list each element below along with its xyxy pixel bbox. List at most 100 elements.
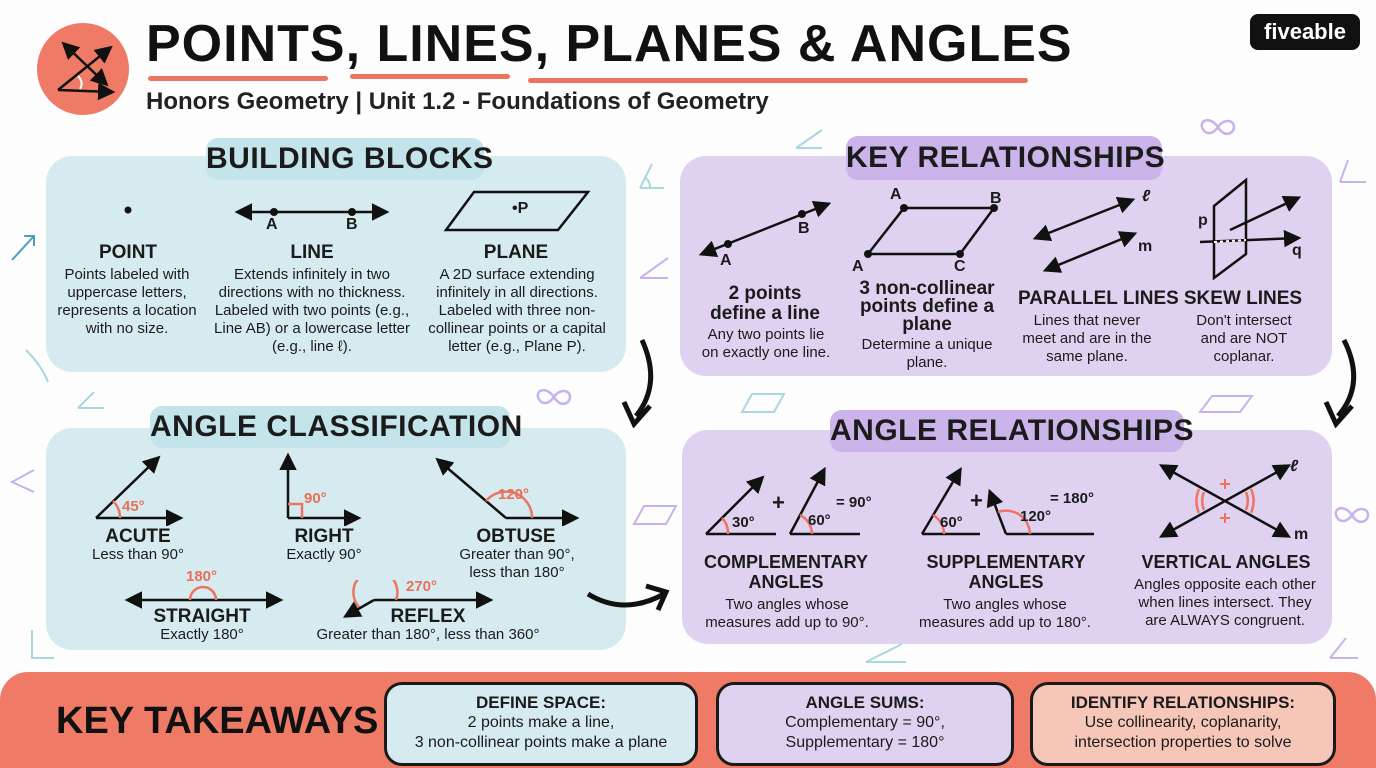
three-points-diagram (864, 204, 998, 258)
takeaway-card-define-space: DEFINE SPACE: 2 points make a line, 3 no… (384, 682, 698, 766)
doodle-angle-icon (1329, 637, 1358, 659)
takeaway-card-line: 2 points make a line, (467, 714, 615, 731)
supplementary-a: 60° (940, 514, 963, 531)
doodle-arrow-icon (11, 235, 35, 261)
plane-description: A 2D surface extending infinitely in all… (428, 266, 606, 355)
doodle-angle-icon (639, 257, 669, 279)
skew-label-p: p (1198, 212, 1208, 229)
complementary-diagram (705, 466, 860, 536)
doodle-infinity-icon (1200, 119, 1236, 135)
straight-measure: 180° (186, 568, 218, 585)
two-points-label: 2 points define a line (710, 283, 820, 324)
fiveable-logo: fiveable (1250, 14, 1360, 50)
doodle-angle-icon (795, 129, 823, 149)
takeaway-card-title: IDENTIFY RELATIONSHIPS: (1070, 693, 1296, 712)
parallel-label-m: m (1138, 238, 1153, 255)
three-points-b: B (990, 190, 1002, 207)
right-angle-diagram (279, 452, 362, 526)
acute-measure: 45° (122, 498, 145, 515)
obtuse-angle-diagram (435, 457, 580, 526)
parallel-lines-diagram (1032, 197, 1138, 273)
takeaway-card-line: Complementary = 90°, (785, 714, 945, 731)
obtuse-label: OBTUSE (476, 526, 556, 547)
building-blocks-heading: BUILDING BLOCKS (206, 138, 493, 180)
doodle-parallelogram-icon (632, 505, 678, 525)
doodle-infinity-icon (1334, 507, 1370, 523)
flow-arrow-icon (621, 338, 654, 428)
title-underline (528, 78, 1028, 83)
title-underline (350, 74, 510, 79)
parallel-lines-label: PARALLEL LINES (1018, 288, 1179, 309)
reflex-angle-diagram (342, 580, 494, 618)
complementary-label: COMPLEMENTARY ANGLES (704, 552, 868, 592)
three-points-label: 3 non-collinear points define a plane (859, 278, 995, 335)
two-points-description: Any two points lie on exactly one line. (701, 326, 831, 361)
takeaway-card-identify-relationships: IDENTIFY RELATIONSHIPS: Use collinearity… (1030, 682, 1336, 766)
reflex-label: REFLEX (390, 606, 466, 627)
flow-arrow-icon (586, 583, 670, 612)
vertical-label-m: m (1294, 526, 1309, 543)
parallel-label-l: ℓ (1142, 188, 1151, 205)
acute-description: Less than 90° (92, 546, 184, 563)
skew-lines-description: Don't intersect and are NOT coplanar. (1196, 312, 1292, 365)
three-points-a-top: A (890, 186, 902, 203)
reflex-measure: 270° (406, 578, 438, 595)
takeaway-card-title: DEFINE SPACE: (475, 693, 607, 712)
takeaway-card-angle-sums: ANGLE SUMS: Complementary = 90°, Supplem… (716, 682, 1014, 766)
plane-point-p: •P (512, 200, 529, 217)
complementary-sum: = 90° (836, 494, 872, 511)
straight-description: Exactly 180° (160, 626, 244, 643)
line-diagram (234, 203, 390, 221)
doodle-infinity-icon (536, 389, 572, 405)
vertical-angles-description: Angles opposite each other when lines in… (1134, 576, 1316, 629)
reflex-description: Greater than 180°, less than 360° (316, 626, 540, 643)
complementary-b: 60° (808, 512, 831, 529)
header-logo-icon (37, 23, 129, 115)
vertical-angles-diagram (1158, 464, 1292, 538)
right-description: Exactly 90° (286, 546, 362, 563)
skew-label-q: q (1292, 242, 1302, 259)
skew-lines-label: SKEW LINES (1183, 288, 1303, 309)
key-relationships-heading: KEY RELATIONSHIPS (846, 136, 1165, 180)
doodle-arc-icon (25, 349, 49, 383)
doodle-parallelogram-icon (1198, 395, 1254, 413)
takeaway-card-line: Supplementary = 180° (785, 734, 945, 751)
straight-angle-diagram (124, 585, 284, 609)
acute-label: ACUTE (105, 526, 171, 547)
line-point-b: B (346, 216, 358, 233)
skew-lines-diagram (1199, 177, 1302, 280)
obtuse-description: Greater than 90°, less than 180° (459, 546, 575, 581)
page-subtitle: Honors Geometry | Unit 1.2 - Foundations… (146, 88, 769, 115)
doodle-angle-icon (1339, 159, 1366, 183)
three-points-description: Determine a unique plane. (861, 336, 993, 371)
supplementary-diagram (920, 466, 1094, 536)
right-measure: 90° (304, 490, 327, 507)
key-relationships-panel (680, 156, 1332, 376)
takeaway-card-title: ANGLE SUMS: (805, 693, 925, 712)
key-takeaways-heading: KEY TAKEAWAYS (56, 700, 379, 742)
supplementary-label: SUPPLEMENTARY ANGLES (926, 552, 1086, 592)
takeaway-card-line: intersection properties to solve (1074, 734, 1292, 751)
three-points-a-bottom: A (852, 258, 864, 275)
complementary-description: Two angles whose measures add up to 90°. (705, 596, 869, 631)
takeaway-card-line: Use collinearity, coplanarity, (1084, 714, 1282, 731)
supplementary-b: 120° (1020, 508, 1052, 525)
flow-arrow-icon (1323, 338, 1357, 428)
supplementary-description: Two angles whose measures add up to 180°… (919, 596, 1091, 631)
parallel-lines-description: Lines that never meet and are in the sam… (1022, 312, 1152, 365)
vertical-label-l: ℓ (1290, 458, 1299, 475)
angle-classification-heading: ANGLE CLASSIFICATION (150, 406, 522, 448)
complementary-plus: + (772, 490, 785, 515)
line-label: LINE (290, 242, 334, 263)
page-title: POINTS, LINES, PLANES & ANGLES (146, 15, 1073, 73)
doodle-angle-icon (9, 469, 35, 493)
plane-diagram (443, 190, 591, 232)
acute-angle-diagram (95, 455, 184, 526)
title-underline (148, 76, 328, 81)
doodle-angle-icon (639, 163, 664, 189)
plane-label: PLANE (483, 242, 549, 263)
angle-relationships-heading: ANGLE RELATIONSHIPS (830, 410, 1193, 452)
doodle-parallelogram-icon (740, 393, 786, 413)
obtuse-measure: 120° (498, 486, 530, 503)
supplementary-plus: + (970, 488, 983, 513)
